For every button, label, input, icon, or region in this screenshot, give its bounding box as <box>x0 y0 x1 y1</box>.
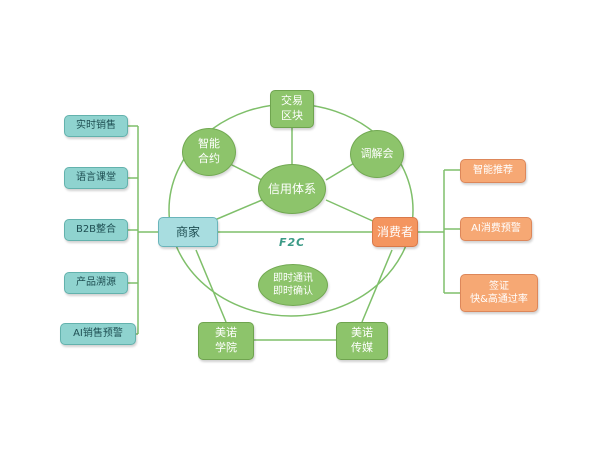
spoke-mediation <box>325 161 357 181</box>
right-item-smart-recommend: 智能推荐 <box>460 159 526 183</box>
left-item-b2b: B2B整合 <box>64 219 128 241</box>
edge-consumer-media <box>361 249 393 323</box>
left-item-ai-sales-warning: AI销售预警 <box>60 323 136 345</box>
mediation-node: 调解会 <box>350 130 404 178</box>
trade-block-node: 交易 区块 <box>270 90 314 128</box>
edge-merchant-academy <box>195 249 227 323</box>
spoke-merchant <box>209 199 263 223</box>
consumer-node: 消费者 <box>372 217 418 247</box>
f2c-label: F2C <box>279 236 306 249</box>
instant-messaging-node: 即时通讯 即时确认 <box>258 264 328 306</box>
right-item-visa: 签证 快&高通过率 <box>460 274 538 312</box>
media-node: 美诺 传媒 <box>336 322 388 360</box>
merchant-node: 商家 <box>158 217 218 247</box>
left-item-language-class: 语言课堂 <box>64 167 128 189</box>
right-item-ai-consumer-warning: AI消费预警 <box>460 217 532 241</box>
smart-contract-node: 智能 合约 <box>182 128 236 176</box>
credit-system-node: 信用体系 <box>258 164 326 214</box>
left-item-traceability: 产品溯源 <box>64 272 128 294</box>
spoke-consumer <box>325 199 376 223</box>
academy-node: 美诺 学院 <box>198 322 254 360</box>
left-item-realtime-sales: 实时销售 <box>64 115 128 137</box>
spoke-contract <box>229 163 263 181</box>
